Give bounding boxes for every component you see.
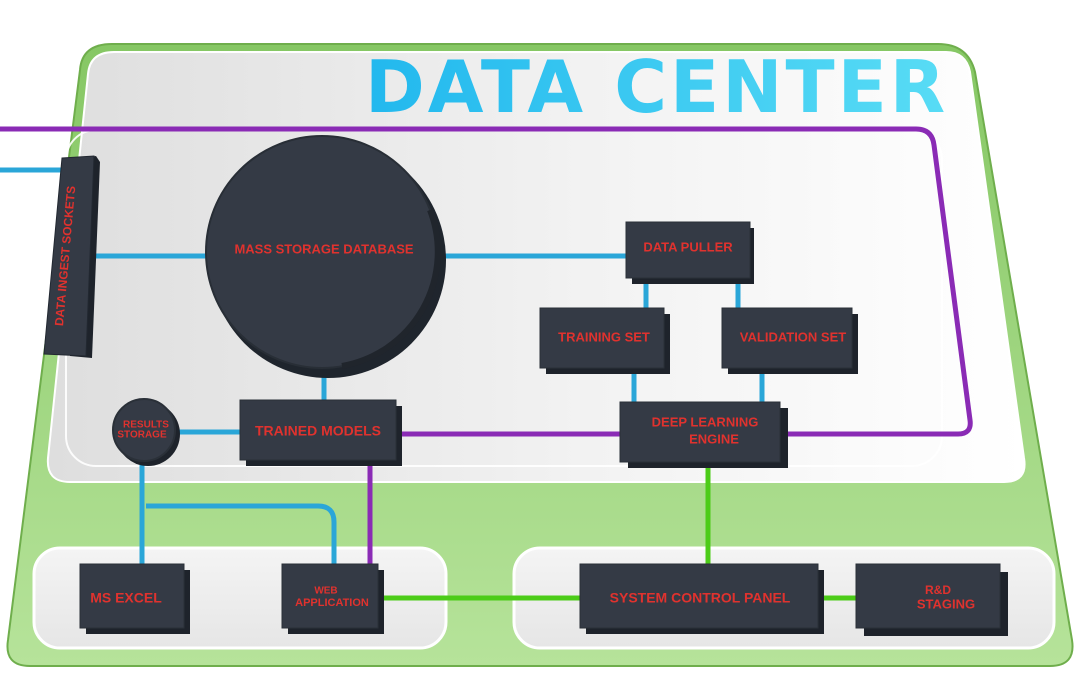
deep-learning-label-2: ENGINE (689, 431, 739, 446)
results-label-2: STORAGE (117, 430, 167, 441)
rd-label-1: R&D (925, 583, 951, 597)
training-set-label: TRAINING SET (558, 329, 650, 344)
link-purple-loop (0, 126, 973, 437)
node-training-set: TRAINING SET (539, 307, 670, 374)
mass-storage-label: MASS STORAGE DATABASE (234, 241, 413, 256)
node-results-storage: RESULTS STORAGE (112, 398, 180, 466)
node-deep-learning-engine: DEEP LEARNING ENGINE (619, 401, 788, 468)
node-trained-models: TRAINED MODELS (239, 399, 402, 466)
link-blue-results-webapp (146, 503, 337, 566)
node-validation-set: VALIDATION SET (721, 307, 858, 374)
node-web-application: WEB APPLICATION (281, 563, 384, 634)
control-panel-label: SYSTEM CONTROL PANEL (610, 590, 791, 606)
deep-learning-label-1: DEEP LEARNING (652, 414, 759, 429)
data-puller-label: DATA PULLER (643, 239, 733, 254)
web-app-label-2: APPLICATION (295, 597, 369, 609)
node-ms-excel: MS EXCEL (79, 563, 190, 634)
page-title: DATA CENTER (365, 45, 948, 129)
rd-label-2: STAGING (917, 596, 975, 611)
results-label-1: RESULTS (123, 420, 169, 431)
node-mass-storage-database: MASS STORAGE DATABASE (205, 135, 446, 378)
web-app-label-1: WEB (314, 586, 337, 597)
validation-set-label: VALIDATION SET (740, 329, 846, 344)
ms-excel-label: MS EXCEL (90, 590, 162, 606)
node-system-control-panel: SYSTEM CONTROL PANEL (579, 563, 824, 634)
node-rd-staging: R&D STAGING (855, 563, 1008, 636)
node-data-ingest-sockets: DATA INGEST SOCKETS (43, 155, 100, 358)
trained-models-label: TRAINED MODELS (255, 423, 381, 439)
node-data-puller: DATA PULLER (625, 221, 754, 284)
